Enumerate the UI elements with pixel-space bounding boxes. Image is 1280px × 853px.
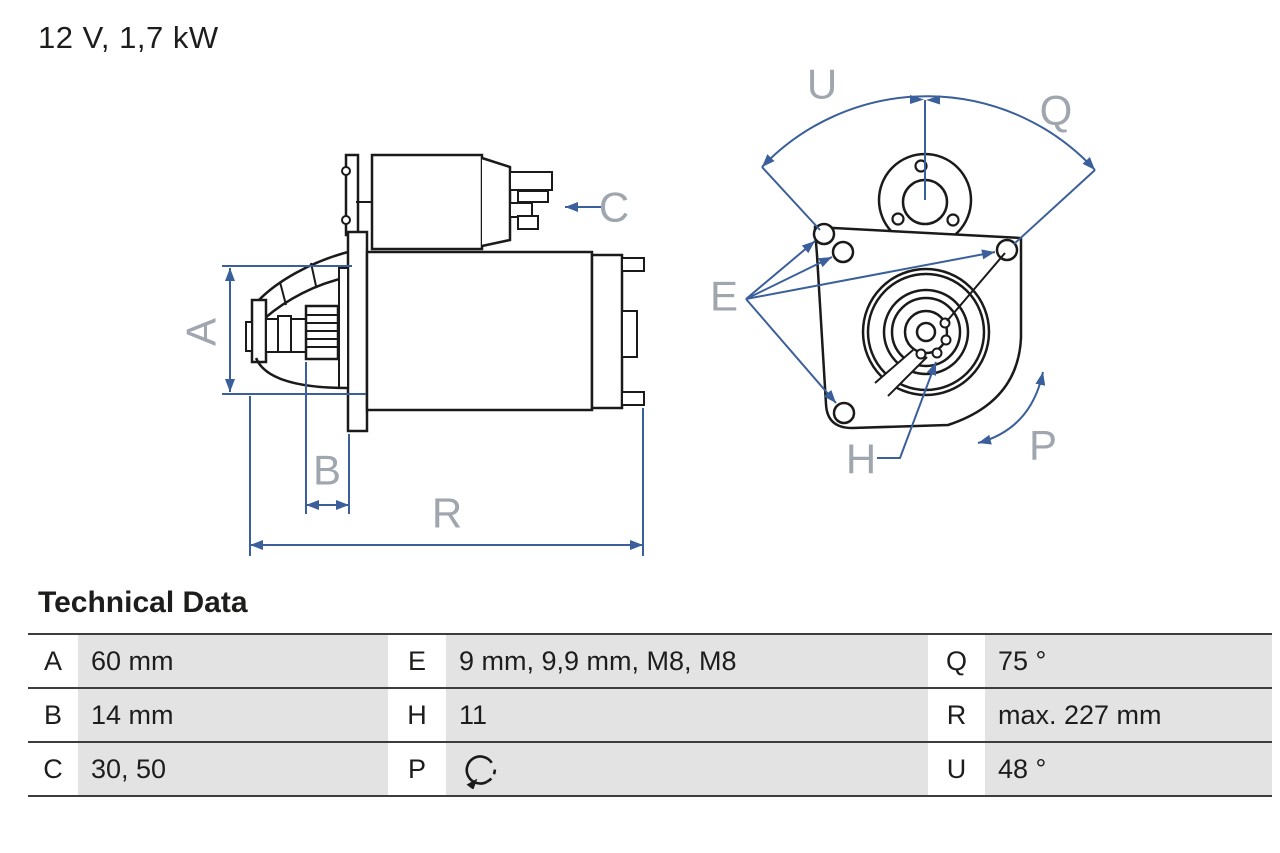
technical-drawing: A B R C U Q E H P — [178, 61, 1096, 556]
rotation-ccw-icon — [465, 755, 497, 789]
drive-end-housing — [245, 250, 349, 390]
pinion-gear — [304, 304, 340, 361]
dimension-label-q: Q — [1040, 87, 1073, 134]
param-key-cell: B — [28, 689, 78, 741]
param-value-cell: max. 227 mm — [985, 689, 1272, 741]
param-value-cell: 30, 50 — [78, 743, 388, 795]
param-key-cell: A — [28, 635, 78, 687]
side-view-dimensions — [222, 202, 644, 556]
voltage-power-title: 12 V, 1,7 kW — [38, 20, 219, 55]
param-value-cell: 11 — [446, 689, 928, 741]
p-rotation-arrow — [977, 371, 1046, 445]
dimension-b — [305, 362, 350, 514]
front-view — [812, 152, 1023, 430]
dimension-a — [222, 265, 366, 395]
h-pointer-arrow — [877, 361, 937, 459]
param-value-cell — [446, 743, 928, 795]
motor-body — [365, 250, 645, 412]
param-key-cell: U — [928, 743, 985, 795]
angle-dimension-uq — [761, 95, 1096, 245]
technical-data-heading: Technical Data — [38, 586, 248, 619]
front-view-dimensions — [745, 95, 1096, 459]
param-key-cell: C — [28, 743, 78, 795]
shaft-hub — [915, 321, 937, 343]
bolt-hole — [832, 401, 856, 425]
param-value-cell: 9 mm, 9,9 mm, M8, M8 — [446, 635, 928, 687]
solenoid-side — [341, 153, 512, 251]
table-row: B 14 mm H 11 R max. 227 mm — [28, 689, 1272, 743]
param-key-cell: P — [388, 743, 446, 795]
dimension-label-e: E — [710, 273, 738, 320]
param-key-cell: H — [388, 689, 446, 741]
dimension-label-u: U — [807, 61, 837, 108]
param-value-cell: 75 ° — [985, 635, 1272, 687]
dimension-r — [249, 396, 644, 556]
bolt-hole — [831, 240, 855, 264]
dimension-labels: A B R C U Q E H P — [178, 61, 1073, 537]
param-value-cell: 60 mm — [78, 635, 388, 687]
solenoid-terminals — [509, 171, 553, 230]
param-key-cell: R — [928, 689, 985, 741]
technical-data-table: A 60 mm E 9 mm, 9,9 mm, M8, M8 Q 75 ° B … — [28, 633, 1272, 797]
param-value-cell: 48 ° — [985, 743, 1272, 795]
dimension-label-p: P — [1029, 422, 1057, 469]
side-view — [245, 153, 645, 433]
param-key-cell: Q — [928, 635, 985, 687]
e-pointer-arrows — [745, 240, 996, 404]
mounting-flange-side — [346, 230, 369, 433]
dimension-label-h: H — [846, 436, 876, 483]
param-value-cell: 14 mm — [78, 689, 388, 741]
dimension-label-c: C — [599, 184, 629, 231]
table-row: A 60 mm E 9 mm, 9,9 mm, M8, M8 Q 75 ° — [28, 635, 1272, 689]
dimension-label-a: A — [178, 318, 225, 346]
dimension-label-r: R — [432, 490, 462, 537]
dimension-label-b: B — [313, 447, 341, 494]
table-row: C 30, 50 P U 48 ° — [28, 743, 1272, 797]
param-key-cell: E — [388, 635, 446, 687]
